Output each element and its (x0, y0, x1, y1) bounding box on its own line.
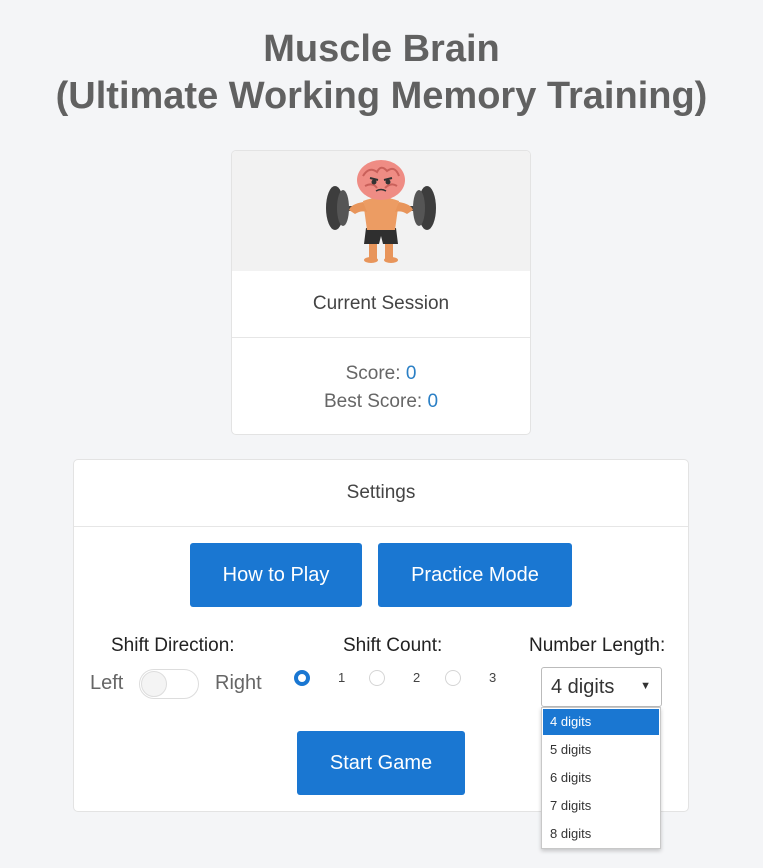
shift-count-radio-1[interactable] (294, 670, 310, 686)
how-to-play-button[interactable]: How to Play (190, 543, 362, 607)
title-line-1: Muscle Brain (263, 28, 500, 70)
scores: Score: 0 Best Score: 0 (232, 338, 530, 416)
muscle-brain-mascot-icon (326, 160, 436, 263)
best-score-value: 0 (427, 391, 439, 412)
settings-title: Settings (74, 460, 688, 527)
start-game-button[interactable]: Start Game (297, 731, 465, 795)
mascot-image (232, 151, 530, 271)
practice-mode-button[interactable]: Practice Mode (378, 543, 572, 607)
shift-direction-label: Shift Direction: (111, 635, 235, 656)
page-title: Muscle Brain (Ultimate Working Memory Tr… (0, 26, 763, 120)
best-score-label: Best Score: (323, 391, 423, 412)
direction-right-label: Right (215, 672, 262, 694)
dropdown-option-7-digits[interactable]: 7 digits (550, 798, 592, 813)
caret-down-icon: ▼ (640, 680, 651, 692)
number-length-selected: 4 digits (551, 675, 615, 698)
shift-count-option-3: 3 (489, 670, 497, 685)
shift-direction-toggle[interactable] (139, 669, 199, 699)
shift-count-label: Shift Count: (343, 635, 443, 656)
shift-count-radio-2[interactable] (369, 670, 385, 686)
shift-count-option-2: 2 (413, 670, 421, 685)
dropdown-option-8-digits[interactable]: 8 digits (550, 826, 592, 841)
dropdown-option-4-digits[interactable]: 4 digits (543, 709, 659, 735)
score-label: Score: (345, 363, 401, 384)
toggle-knob[interactable] (141, 671, 167, 697)
session-title: Current Session (232, 271, 530, 338)
score-row: Score: 0 (232, 360, 530, 388)
session-card: Current Session Score: 0 Best Score: 0 (231, 150, 531, 435)
number-length-dropdown: 4 digits 5 digits 6 digits 7 digits 8 di… (541, 707, 661, 849)
dropdown-option-6-digits[interactable]: 6 digits (550, 770, 592, 785)
score-value: 0 (405, 363, 417, 384)
number-length-label: Number Length: (529, 635, 666, 656)
shift-count-option-1: 1 (338, 670, 346, 685)
number-length-select[interactable]: 4 digits ▼ (541, 667, 662, 707)
settings-card: Settings How to Play Practice Mode Shift… (73, 459, 689, 812)
dropdown-option-5-digits[interactable]: 5 digits (550, 742, 592, 757)
direction-left-label: Left (90, 672, 124, 694)
shift-count-radio-3[interactable] (445, 670, 461, 686)
title-line-2: (Ultimate Working Memory Training) (55, 75, 708, 117)
best-score-row: Best Score: 0 (232, 388, 530, 416)
